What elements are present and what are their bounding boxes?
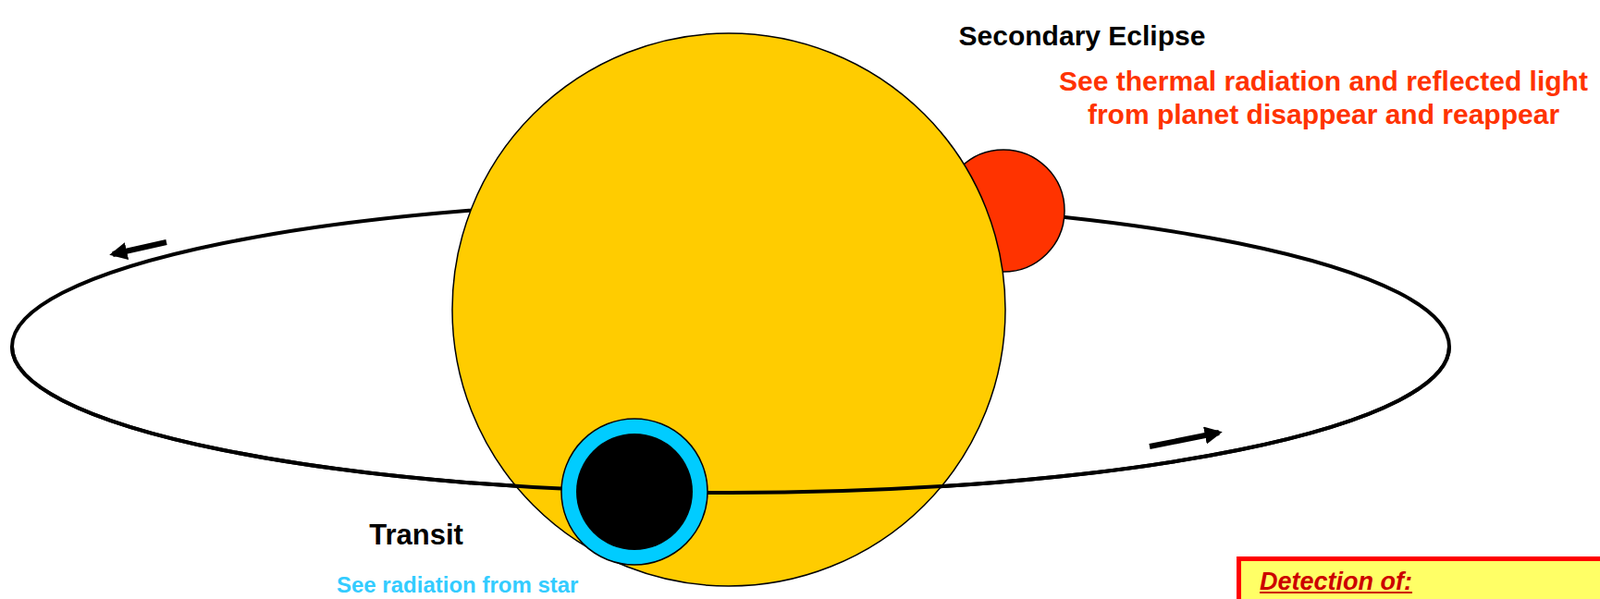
transit-note: See radiation from star [336, 571, 707, 599]
orbit-front [12, 346, 1450, 493]
eclipse-heading: Secondary Eclipse [924, 19, 1240, 53]
transit-heading: Transit [314, 517, 518, 553]
direction-arrow [112, 242, 167, 255]
direction-arrow [1149, 432, 1219, 447]
detection-box: Detection of: [1236, 556, 1600, 599]
box-heading: Detection of: [1259, 566, 1600, 597]
transiting-planet [576, 433, 693, 551]
eclipse-note: See thermal radiation and reflected ligh… [1054, 64, 1593, 132]
planet-atmosphere [561, 418, 708, 566]
star [452, 33, 1006, 587]
